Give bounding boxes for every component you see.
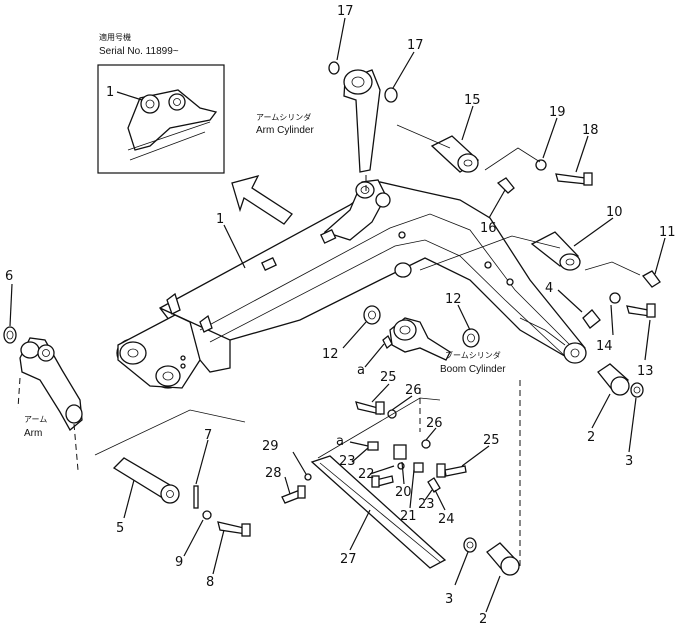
callout-23-right: 23 (418, 497, 435, 512)
callout-12-left: 12 (322, 347, 339, 362)
pin-15-group (396, 124, 593, 194)
callout-2-lower: 2 (479, 612, 487, 625)
callout-8: 8 (206, 575, 214, 590)
inset-boom-foot (127, 89, 218, 161)
callout-3-upper: 3 (625, 454, 633, 469)
washer-19 (535, 159, 547, 171)
callout-15: 15 (464, 93, 481, 108)
callout-a-lower: a (336, 434, 344, 449)
callout-22: 22 (358, 467, 375, 482)
callout-26-left: 26 (405, 383, 422, 398)
serial-jp: 適用号機 (99, 32, 131, 42)
callout-18: 18 (582, 123, 599, 138)
callout-3-lower: 3 (445, 592, 453, 607)
callout-5: 5 (116, 521, 124, 536)
callout-a-upper: a (357, 363, 365, 378)
block-20 (393, 444, 407, 460)
callout-13: 13 (637, 364, 654, 379)
direction-arrow (231, 174, 293, 225)
callout-19: 19 (549, 105, 566, 120)
plate-7 (193, 485, 199, 509)
callout-10: 10 (606, 205, 623, 220)
callout-6: 6 (5, 269, 13, 284)
arm-jp: アーム (24, 415, 47, 424)
arm-end: アーム Arm (3, 326, 83, 471)
shim-12-right (462, 328, 480, 348)
washer-26-left (387, 409, 397, 419)
callout-28: 28 (265, 466, 282, 481)
inset-frame (97, 64, 225, 174)
callout-1: 1 (216, 212, 224, 227)
callout-17-left: 17 (337, 4, 354, 19)
callout-11: 11 (659, 225, 676, 240)
callout-2-upper: 2 (587, 430, 595, 445)
washer-9 (202, 510, 212, 520)
callout-20: 20 (395, 485, 412, 500)
shim-3-upper (630, 382, 644, 398)
arm-cylinder-jp: アームシリンダ (256, 112, 311, 122)
serial-number: Serial No. 11899~ (99, 46, 179, 57)
callout-25-left: 25 (380, 370, 397, 385)
callout-21: 21 (400, 509, 417, 524)
callout-9: 9 (175, 555, 183, 570)
pin-5-group (94, 409, 251, 537)
washer-26-right (421, 439, 431, 449)
shim-12-left (363, 305, 381, 325)
callout-4: 4 (545, 281, 553, 296)
inset-callout-1: 1 (106, 85, 114, 100)
callout-12-right: 12 (445, 292, 462, 307)
callout-29: 29 (262, 439, 279, 454)
callout-26-right: 26 (426, 416, 443, 431)
boom-cylinder-jp: ブームシリンダ (445, 350, 501, 360)
callout-25-right: 25 (483, 433, 500, 448)
arm-cylinder-label: Arm Cylinder (256, 125, 314, 136)
boom-cylinder-label: Boom Cylinder (440, 364, 506, 375)
callout-23-left: 23 (339, 454, 356, 469)
callout-24: 24 (438, 512, 455, 527)
washer-29 (304, 473, 312, 481)
boom-body (116, 179, 587, 389)
callout-numbers: 1 17 17 15 19 18 16 10 11 4 14 13 2 3 12… (5, 4, 676, 625)
shim-3-lower (463, 537, 477, 553)
arm-label: Arm (24, 428, 42, 439)
callout-16: 16 (480, 221, 497, 236)
fitting-4 (582, 309, 601, 329)
boom-cylinder-end: ブームシリンダ Boom Cylinder (363, 305, 506, 375)
undercover-group (281, 388, 467, 569)
inset-detail: 適用号機 Serial No. 11899~ 1 (97, 32, 225, 174)
callout-17-right: 17 (407, 38, 424, 53)
pin-10-group (419, 231, 661, 576)
callout-27: 27 (340, 552, 357, 567)
nut-14 (609, 292, 621, 304)
callout-14: 14 (596, 339, 613, 354)
shim-6 (3, 326, 17, 344)
leader-lines (9, 17, 666, 613)
callout-7: 7 (204, 428, 212, 443)
arm-cylinder-end: アームシリンダ Arm Cylinder (256, 61, 398, 195)
